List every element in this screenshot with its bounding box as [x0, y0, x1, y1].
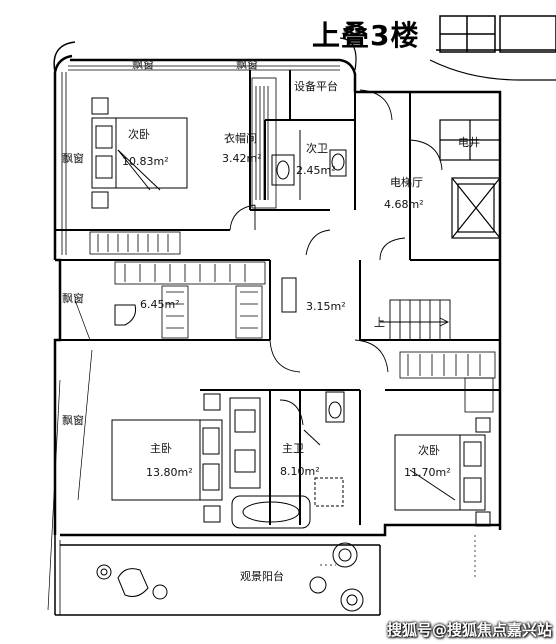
watermark: 搜狐号@搜狐焦点嘉兴站: [386, 621, 552, 639]
label-bath2: 次卫: [306, 142, 328, 155]
interior-walls-top: [55, 70, 500, 261]
window-hatches: [320, 270, 501, 580]
label-west-window-2: 飘窗: [62, 292, 84, 305]
elevator: [439, 119, 501, 239]
label-bath2-area: 2.45m²: [296, 164, 336, 177]
door-swings: [229, 89, 443, 426]
label-bedroom3: 次卧: [418, 444, 440, 457]
label-bedroom3-area: 11.70m²: [404, 466, 451, 479]
bath2-fixtures: [271, 130, 347, 200]
label-balcony: 观景阳台: [240, 570, 284, 583]
closet-racks: [251, 77, 277, 209]
label-closet: 衣帽间: [224, 132, 257, 145]
stairs: [380, 299, 451, 341]
balcony: [54, 535, 381, 616]
label-stair-up: 上: [374, 316, 385, 329]
balcony-furniture: [96, 564, 168, 600]
bed-master: [111, 393, 223, 523]
outer-walls: [53, 54, 502, 537]
wardrobe-racks: [89, 231, 496, 413]
label-bedroom2-area: 10.83m²: [122, 155, 169, 168]
label-west-window-3: 飘窗: [62, 414, 84, 427]
label-north-window: 飘窗: [132, 58, 154, 71]
label-master-bedroom: 主卧: [150, 442, 172, 455]
top-right-boxes: [436, 15, 556, 53]
study-furniture: [114, 277, 297, 326]
label-corridor-area: 3.15m²: [306, 300, 346, 313]
label-study-area: 6.45m²: [140, 298, 180, 311]
label-master-bath-area: 8.10m²: [280, 465, 320, 478]
floor-title: 上叠3楼: [312, 19, 420, 52]
label-elevator-hall-area: 4.68m²: [384, 198, 424, 211]
bed-bedroom2: [91, 97, 188, 209]
window-diagonals: [47, 299, 93, 611]
label-master-bedroom-area: 13.80m²: [146, 466, 193, 479]
label-elevator-shaft: 电井: [458, 136, 480, 149]
bed-bedroom3: [394, 417, 491, 527]
label-north-window-2: 飘窗: [236, 58, 258, 71]
label-west-window-1: 飘窗: [62, 152, 84, 165]
label-closet-area: 3.42m²: [222, 152, 262, 165]
label-elevator-hall: 电梯厅: [390, 176, 423, 189]
label-bedroom2: 次卧: [128, 128, 150, 141]
master-bath-fixtures: [229, 391, 345, 529]
north-windows: [61, 65, 340, 255]
label-equipment-platform: 设备平台: [294, 80, 338, 93]
label-master-bath: 主卫: [282, 442, 304, 455]
balcony-plants: [309, 542, 364, 612]
